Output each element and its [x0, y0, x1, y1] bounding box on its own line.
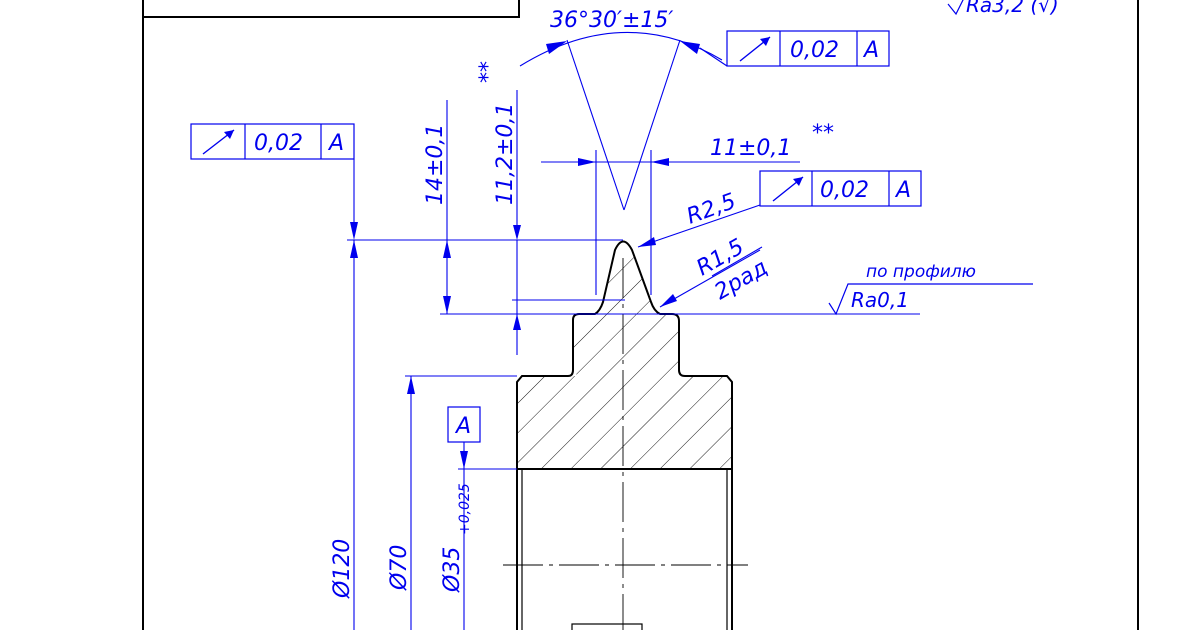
- dia-120-text: Ø120: [330, 539, 355, 599]
- height-14-text: 14±0,1: [423, 124, 448, 205]
- dia-35-tolerance: +0,025: [457, 483, 473, 535]
- dia-70-text: Ø70: [387, 545, 412, 591]
- extension-lines: [347, 239, 920, 470]
- sheet-frame: [142, 0, 1139, 630]
- angle-dimension-text: 36°30′±15′: [550, 8, 673, 33]
- runout-top-tolerance: 0,02: [790, 38, 839, 63]
- runout-frame-right: 0,02 A: [759, 170, 922, 207]
- angle-arrow-left: [546, 41, 567, 54]
- runout-icon: [739, 36, 771, 62]
- center-lines: [503, 258, 748, 630]
- runout-left-datum: A: [327, 131, 344, 156]
- part-section: [516, 240, 733, 630]
- angle-arrow-right: [680, 41, 700, 54]
- profile-surface-finish: по профилю Ra0,1: [828, 262, 1033, 316]
- width-11-text: 11±0,1: [710, 136, 791, 161]
- dia-35-text: Ø35: [440, 547, 465, 593]
- runout-left-tolerance: 0,02: [254, 131, 303, 156]
- runout-right-tolerance: 0,02: [820, 178, 869, 203]
- radius-r2-5-text: R2,5: [684, 189, 740, 230]
- runout-top-datum: A: [862, 38, 879, 63]
- general-finish-text: Ra3,2 (√): [966, 0, 1059, 17]
- keyway-stub: [571, 623, 643, 630]
- general-surface-finish: Ra3,2 (√): [947, 0, 1059, 17]
- runout-icon: [772, 176, 804, 202]
- height-11-2-mark: **: [476, 61, 501, 83]
- section-outline: [516, 240, 733, 630]
- runout-frame-top: 0,02 A: [699, 30, 890, 67]
- runout-icon: [202, 129, 235, 155]
- runout-frame-left: 0,02 A: [190, 123, 355, 225]
- angle-dimension: [519, 31, 723, 211]
- height-11-2-text: 11,2±0,1: [493, 103, 518, 205]
- profile-finish-note: по профилю: [866, 262, 976, 282]
- runout-right-datum: A: [894, 178, 911, 203]
- datum-a-text: A: [454, 414, 471, 439]
- profile-finish-value: Ra0,1: [851, 288, 909, 312]
- section-hatch: [517, 241, 732, 469]
- width-11-mark: **: [812, 121, 834, 146]
- datum-a-box: A: [447, 406, 481, 443]
